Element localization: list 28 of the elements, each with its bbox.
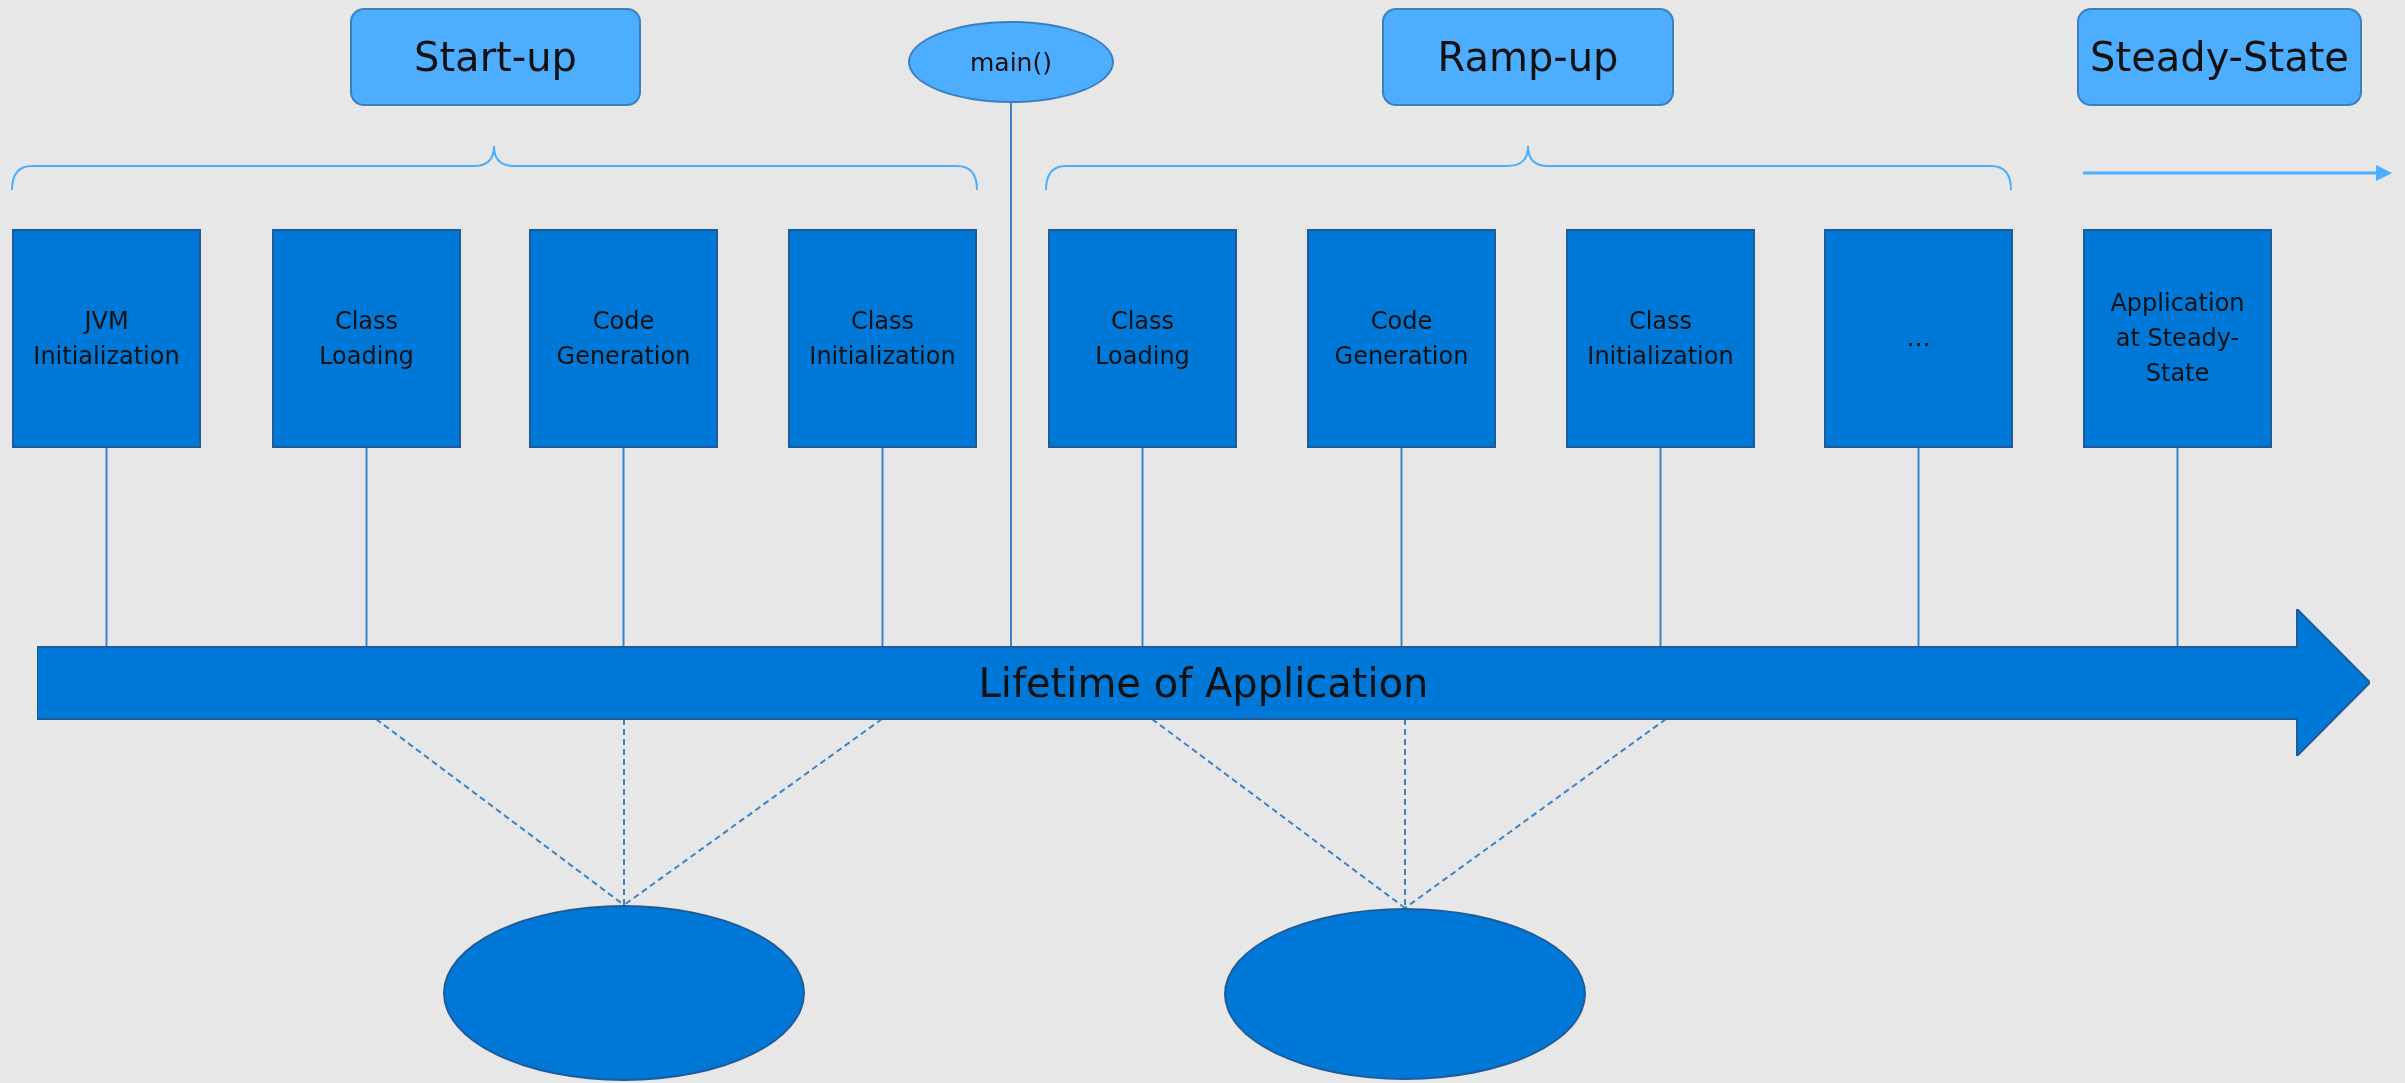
connector-line [1141, 447, 1144, 648]
connector-line [365, 447, 368, 648]
timeline-label: Lifetime of Application [978, 659, 1429, 706]
dashed-connector [623, 718, 625, 906]
stage-box: Code Generation [1307, 229, 1496, 448]
stage-box: Code Generation [529, 229, 718, 448]
phase-label: Start-up [350, 8, 641, 106]
connector-line [881, 447, 884, 648]
connector-line [622, 447, 625, 648]
connector-line [1659, 447, 1662, 648]
stage-box: Application at Steady-State [2083, 229, 2272, 448]
stage-box: Class Loading [1048, 229, 1237, 448]
dashed-connector [1151, 718, 1406, 909]
dashed-connector [623, 718, 883, 906]
connector-line [1917, 447, 1920, 648]
stage-box: Class Loading [272, 229, 461, 448]
stage-box: … [1824, 229, 2013, 448]
dashed-connector [1404, 718, 1667, 909]
stage-box: Class Initialization [788, 229, 977, 448]
connector-line [1400, 447, 1403, 648]
phase-label: Steady-State [2077, 8, 2362, 106]
entry-point-oval: main() [908, 21, 1114, 103]
phase-label: Ramp-up [1382, 8, 1674, 106]
connector-line [2176, 447, 2179, 648]
stage-box: JVM Initialization [12, 229, 201, 448]
stage-box: Class Initialization [1566, 229, 1755, 448]
connector-line [105, 447, 108, 648]
connector-line [1010, 102, 1012, 648]
